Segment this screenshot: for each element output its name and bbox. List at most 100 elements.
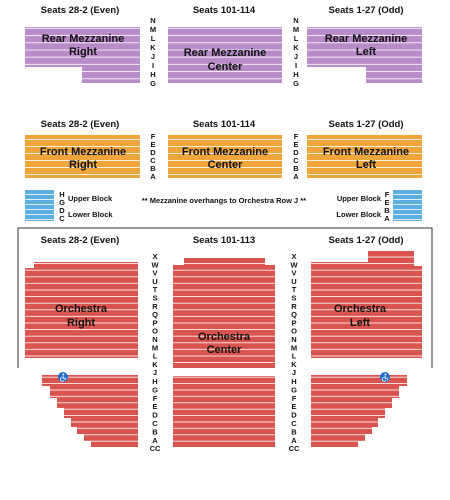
- row-letter: J: [151, 52, 155, 61]
- row-letter: Q: [152, 310, 158, 319]
- row-letter: H: [150, 70, 155, 79]
- section-label-orch-left-2: Left: [350, 317, 371, 329]
- box-left-lower-label: Lower Block: [68, 210, 113, 219]
- row-letter: F: [151, 132, 156, 141]
- section-orchestra-right[interactable]: [25, 262, 138, 358]
- row-letter: B: [384, 206, 390, 215]
- section-label-rear-center-2: Center: [208, 61, 244, 73]
- row-letters-orch-lower-right-aisle: H G F E D C B A CC: [289, 377, 300, 453]
- row-letter: F: [385, 190, 390, 199]
- row-letter: H: [291, 377, 296, 386]
- row-letter: B: [150, 164, 156, 173]
- section-orchestra-lower-right[interactable]: [42, 375, 138, 447]
- row-letter: O: [152, 327, 158, 336]
- row-letter: U: [291, 277, 296, 286]
- row-letter: R: [152, 302, 158, 311]
- row-letters-box-left: H G D C: [59, 190, 65, 223]
- row-letter: G: [59, 198, 65, 207]
- section-label-front-left-1: Front Mezzanine: [323, 146, 409, 158]
- section-orchestra-center[interactable]: [173, 258, 275, 368]
- row-letter: E: [384, 198, 389, 207]
- row-letter: N: [152, 335, 157, 344]
- row-letters-rear-left-aisle: N M L K J I H G: [150, 16, 156, 88]
- row-letters-orch-right-aisle: X W V U T S R Q P O N M L K J: [290, 252, 298, 377]
- row-letter: V: [291, 269, 296, 278]
- row-letter: P: [152, 318, 157, 327]
- section-label-orch-right-2: Right: [67, 317, 95, 329]
- row-letter: CC: [289, 444, 300, 453]
- row-letter: C: [150, 156, 156, 165]
- row-letter: K: [293, 43, 299, 52]
- section-rear-mezzanine-left[interactable]: [307, 27, 422, 83]
- section-label-orch-right-1: Orchestra: [55, 303, 108, 315]
- row-letter: W: [290, 260, 298, 269]
- wheelchair-icon: [58, 372, 68, 382]
- row-letter: B: [293, 164, 299, 173]
- row-letter: L: [292, 352, 297, 361]
- row-letter: C: [293, 156, 299, 165]
- row-letter: C: [152, 419, 158, 428]
- row-letter: L: [153, 352, 158, 361]
- section-orchestra-left[interactable]: [311, 251, 422, 358]
- box-left-upper-label: Upper Block: [68, 194, 113, 203]
- row-letter: A: [293, 172, 299, 181]
- section-rear-mezzanine-right[interactable]: [25, 27, 140, 83]
- row-letters-orch-lower-left-aisle: H G F E D C B A CC: [150, 377, 161, 453]
- header-odd-front: Seats 1-27 (Odd): [329, 119, 404, 130]
- row-letter: K: [152, 360, 158, 369]
- box-right-lower-label: Lower Block: [336, 210, 381, 219]
- row-letter: K: [291, 360, 297, 369]
- row-letter: U: [152, 277, 157, 286]
- section-label-rear-left-1: Rear Mezzanine: [325, 33, 408, 45]
- row-letter: I: [295, 61, 297, 70]
- section-front-mezzanine-center[interactable]: [168, 135, 282, 178]
- row-letter: G: [293, 79, 299, 88]
- row-letter: O: [291, 327, 297, 336]
- row-letter: C: [291, 419, 297, 428]
- row-letter: X: [152, 252, 157, 261]
- row-letter: S: [152, 294, 157, 303]
- row-letter: C: [59, 214, 65, 223]
- header-even-rear: Seats 28-2 (Even): [41, 5, 120, 16]
- row-letter: M: [293, 25, 299, 34]
- row-letters-orch-left-aisle: X W V U T S R Q P O N M L K J: [151, 252, 159, 377]
- row-letter: M: [150, 25, 156, 34]
- row-letter: A: [152, 436, 158, 445]
- row-letter: J: [153, 368, 157, 377]
- row-letter: D: [291, 411, 297, 420]
- row-letter: E: [293, 140, 298, 149]
- row-letter: B: [152, 427, 158, 436]
- section-label-front-center-1: Front Mezzanine: [182, 146, 268, 158]
- row-letters-box-right: F E B A: [384, 190, 390, 223]
- row-letter: L: [294, 34, 299, 43]
- section-front-mezzanine-right[interactable]: [25, 135, 140, 178]
- row-letter: N: [293, 16, 298, 25]
- section-orchestra-lower-center[interactable]: [173, 376, 275, 447]
- row-letter: S: [291, 294, 296, 303]
- header-center-front: Seats 101-114: [193, 119, 256, 130]
- header-odd-rear: Seats 1-27 (Odd): [329, 5, 404, 16]
- section-label-rear-right-2: Right: [69, 46, 97, 58]
- row-letter: CC: [150, 444, 161, 453]
- row-letter: N: [150, 16, 155, 25]
- row-letter: B: [291, 427, 297, 436]
- row-letter: R: [291, 302, 297, 311]
- section-rear-mezzanine-center[interactable]: [168, 27, 282, 83]
- row-letter: H: [59, 190, 64, 199]
- row-letter: G: [150, 79, 156, 88]
- header-odd-orch: Seats 1-27 (Odd): [329, 235, 404, 246]
- row-letter: J: [294, 52, 298, 61]
- box-left[interactable]: [25, 190, 54, 221]
- box-right[interactable]: [393, 190, 422, 221]
- row-letter: F: [294, 132, 299, 141]
- header-center-rear: Seats 101-114: [193, 5, 256, 16]
- row-letter: L: [151, 34, 156, 43]
- section-orchestra-lower-left[interactable]: [311, 375, 407, 447]
- row-letters-front-left-aisle: F E D C B A: [150, 132, 156, 181]
- row-letter: T: [292, 285, 297, 294]
- section-front-mezzanine-left[interactable]: [307, 135, 422, 178]
- row-letter: E: [150, 140, 155, 149]
- section-label-rear-left-2: Left: [356, 46, 377, 58]
- row-letter: A: [384, 214, 390, 223]
- row-letter: T: [153, 285, 158, 294]
